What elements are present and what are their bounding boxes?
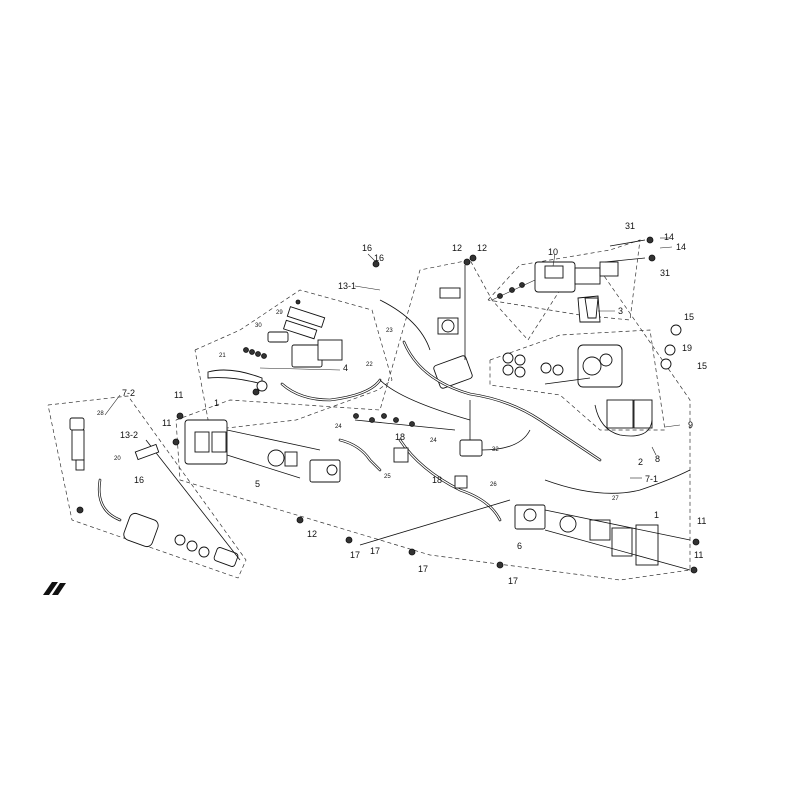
callout-13-1: 13-1 — [338, 281, 356, 291]
callout-28: 28 — [97, 411, 104, 417]
callout-11: 11 — [162, 418, 171, 428]
callout-11: 11 — [697, 516, 706, 526]
callout-4: 4 — [343, 363, 348, 373]
handlebar-master-cylinder — [207, 299, 343, 396]
callout-labels: 16 16 13-1 12 12 10 31 14 14 31 3 29 30 … — [97, 221, 707, 586]
callout-17: 17 — [418, 564, 428, 574]
callout-10: 10 — [548, 247, 558, 257]
callout-7-2: 7-2 — [122, 388, 135, 398]
callout-25: 25 — [384, 474, 391, 480]
callout-13-2: 13-2 — [120, 430, 138, 440]
callout-27: 27 — [612, 496, 619, 502]
callout-3: 3 — [618, 306, 623, 316]
brand-logo-icon — [43, 582, 66, 595]
callout-31: 31 — [625, 221, 635, 231]
callout-9: 9 — [688, 420, 693, 430]
callout-14: 14 — [664, 232, 674, 242]
callout-5: 5 — [255, 479, 260, 489]
callout-31: 31 — [660, 268, 670, 278]
callout-17: 17 — [370, 546, 380, 556]
callout-24: 24 — [335, 424, 342, 430]
callout-16: 16 — [374, 253, 384, 263]
callout-11: 11 — [694, 550, 703, 560]
callout-16: 16 — [134, 475, 144, 485]
callout-20: 20 — [114, 456, 121, 462]
fasteners — [296, 254, 504, 569]
callout-17: 17 — [350, 550, 360, 560]
callout-2: 2 — [638, 457, 643, 467]
callout-7-1: 7-1 — [645, 474, 658, 484]
callout-16: 16 — [362, 243, 372, 253]
center-master-cylinder — [379, 265, 602, 462]
leader-lines — [104, 237, 681, 479]
rear-caliper-assembly — [491, 236, 656, 323]
callout-30: 30 — [255, 323, 262, 329]
foot-brake-master-cylinder — [69, 417, 241, 567]
callout-1: 1 — [654, 510, 659, 520]
front-left-caliper — [172, 412, 341, 483]
callout-11: 11 — [174, 390, 183, 400]
callout-12: 12 — [452, 243, 462, 253]
callout-15: 15 — [684, 312, 694, 322]
callout-19: 19 — [682, 343, 692, 353]
callout-14: 14 — [676, 242, 686, 252]
callout-12: 12 — [477, 243, 487, 253]
callout-29: 29 — [276, 310, 283, 316]
front-right-caliper — [359, 469, 700, 574]
callout-17: 17 — [508, 576, 518, 586]
callout-15: 15 — [697, 361, 707, 371]
callout-21: 21 — [219, 353, 226, 359]
callout-8: 8 — [655, 454, 660, 464]
callout-32: 32 — [492, 447, 499, 453]
callout-6: 6 — [517, 541, 522, 551]
front-brake-line — [280, 378, 471, 421]
callout-22: 22 — [366, 362, 373, 368]
callout-24: 24 — [430, 438, 437, 444]
rear-right-caliper — [502, 324, 682, 437]
callout-23: 23 — [386, 328, 393, 334]
callout-12: 12 — [307, 529, 317, 539]
callout-1: 1 — [214, 398, 219, 408]
brake-line-junction — [338, 413, 502, 522]
callout-26: 26 — [490, 482, 497, 488]
callout-18: 18 — [395, 432, 405, 442]
callout-18: 18 — [432, 475, 442, 485]
